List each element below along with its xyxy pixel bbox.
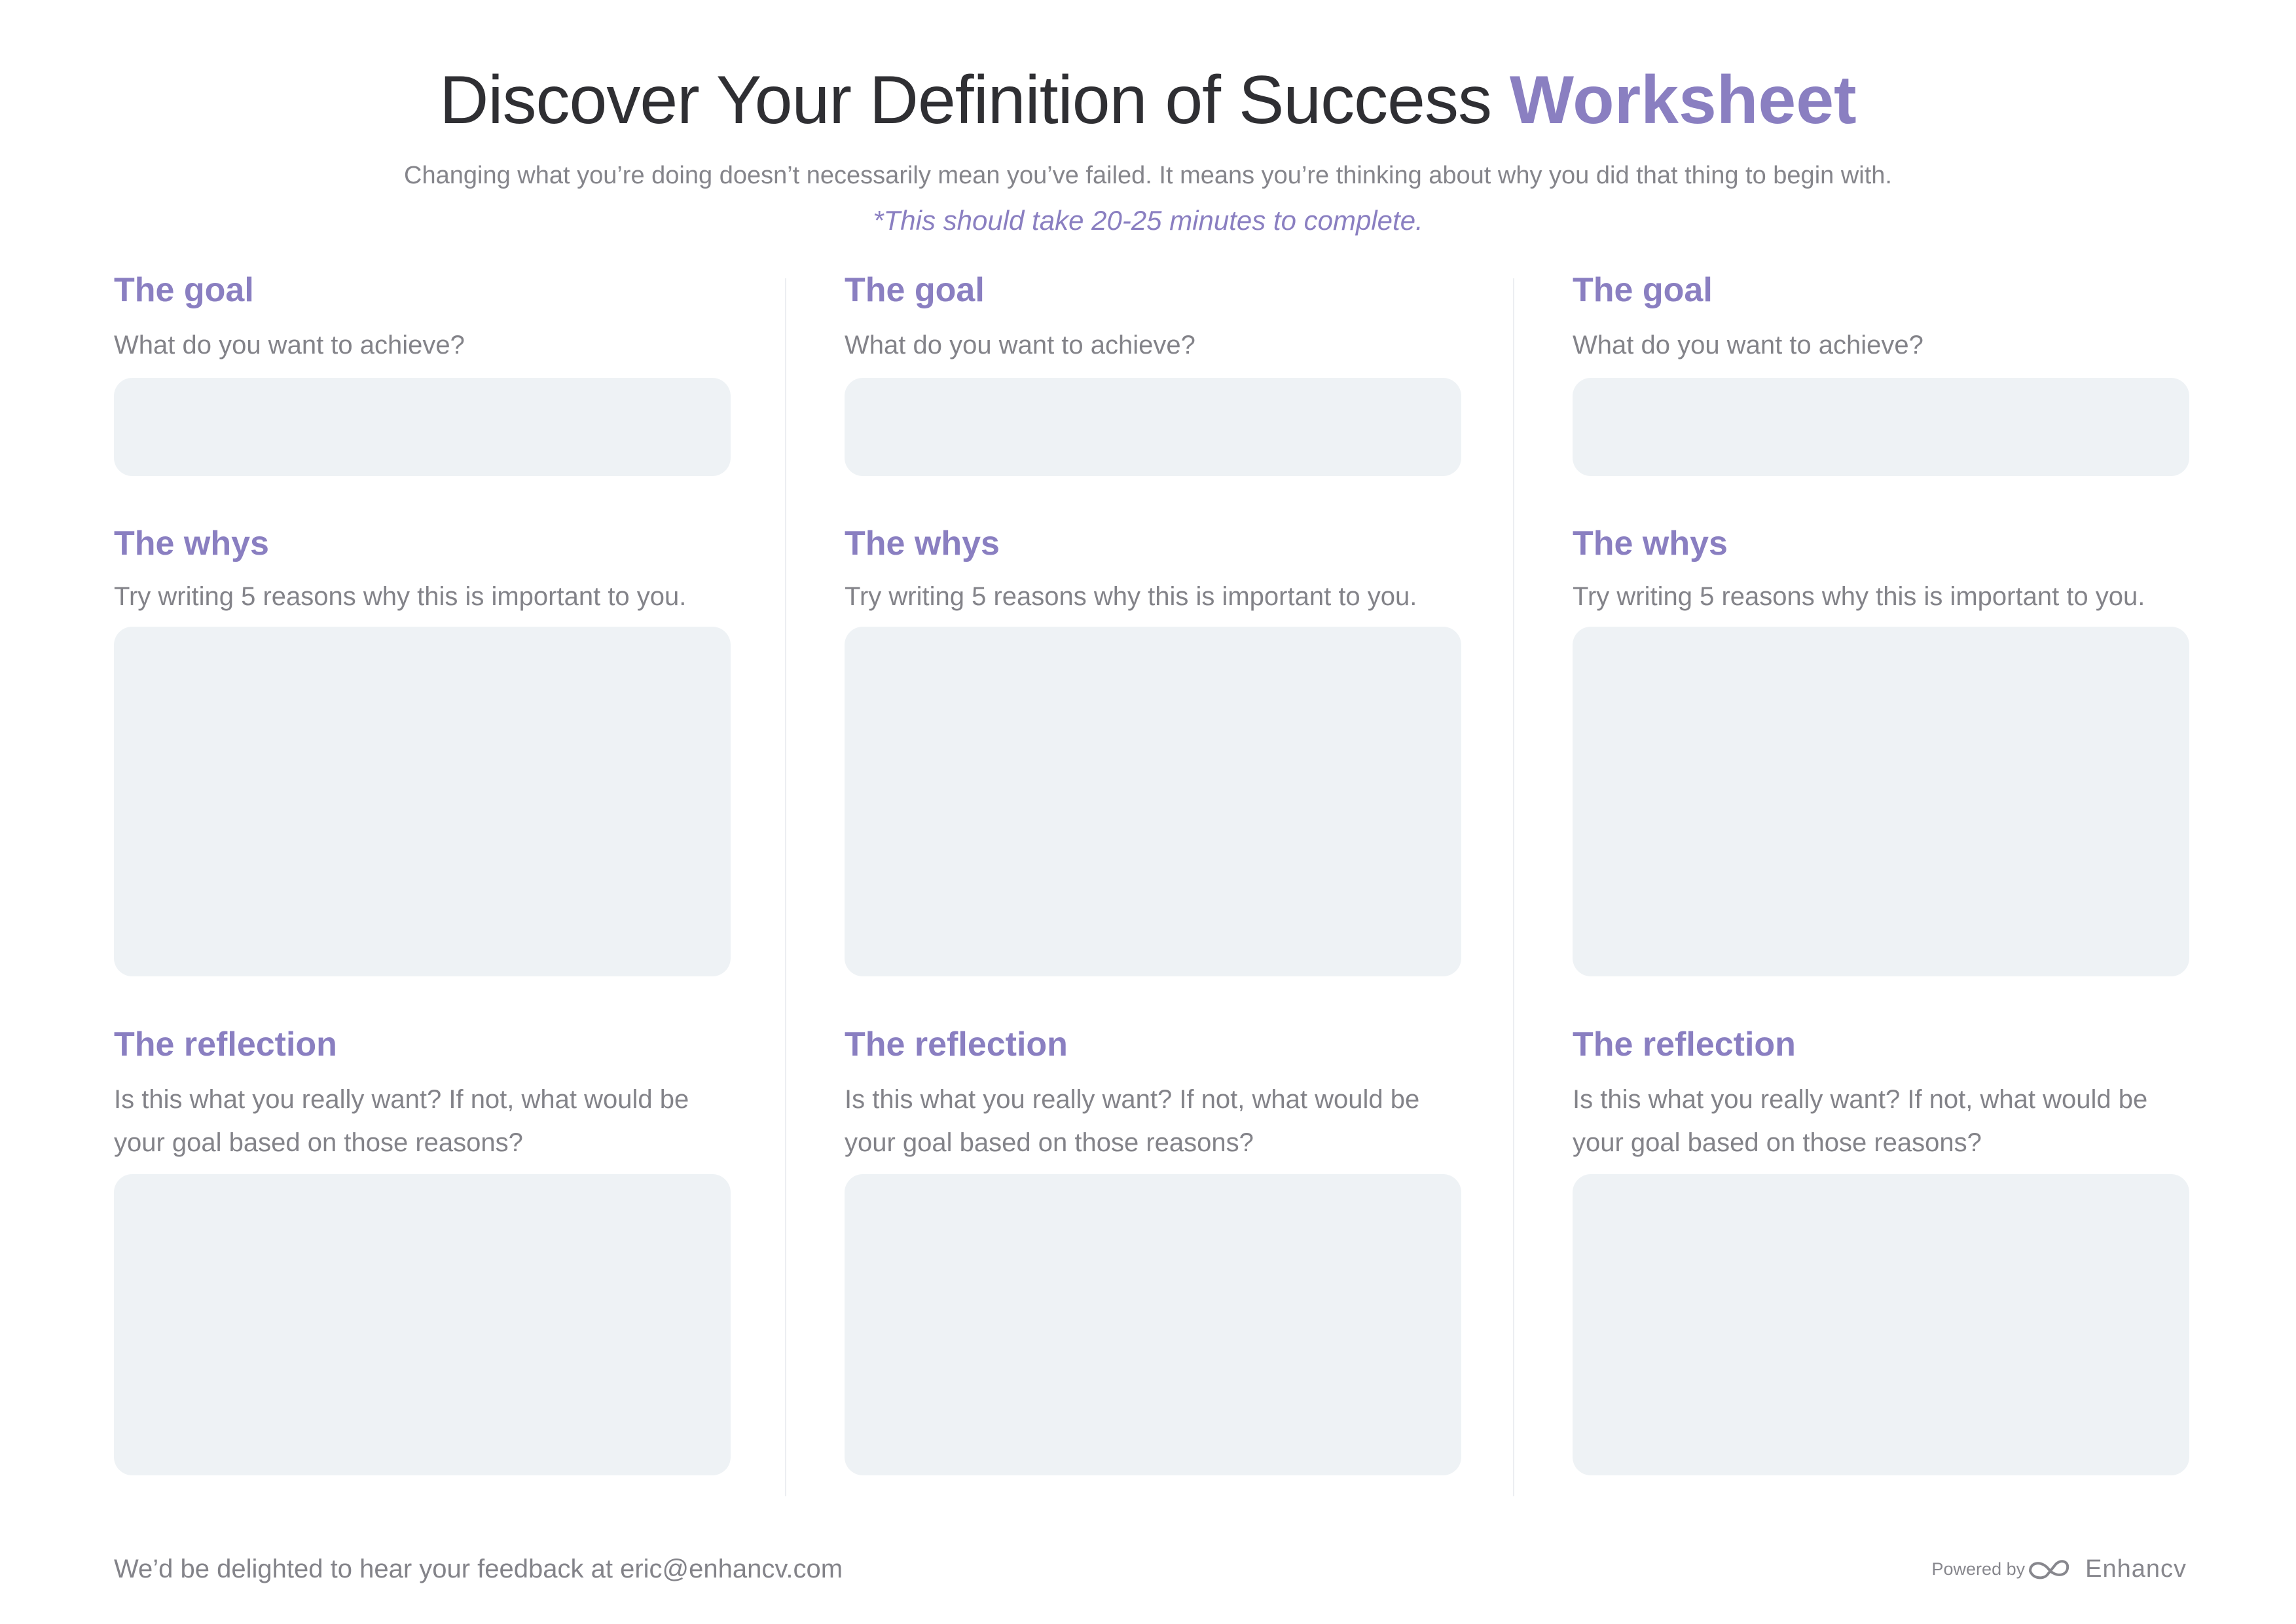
whys-answer-field[interactable]: [845, 627, 1461, 976]
worksheet-header: Discover Your Definition of Success Work…: [0, 58, 2296, 238]
title-main: Discover Your Definition of Success: [439, 62, 1510, 138]
worksheet-column-1: The goal What do you want to achieve? Th…: [114, 267, 731, 1475]
whys-heading: The whys: [845, 525, 1000, 563]
goal-prompt: What do you want to achieve?: [845, 331, 1195, 360]
reflection-prompt: Is this what you really want? If not, wh…: [1573, 1085, 2148, 1157]
column-divider: [785, 278, 786, 1496]
whys-prompt: Try writing 5 reasons why this is import…: [1573, 582, 2145, 611]
whys-answer-field[interactable]: [1573, 627, 2189, 976]
whys-prompt: Try writing 5 reasons why this is import…: [845, 582, 1417, 611]
feedback-text: We’d be delighted to hear your feedback …: [114, 1555, 843, 1583]
goal-prompt: What do you want to achieve?: [114, 331, 465, 360]
subtitle: Changing what you’re doing doesn’t neces…: [404, 162, 1892, 189]
reflection-heading: The reflection: [845, 1025, 1068, 1063]
worksheet-column-2: The goal What do you want to achieve? Th…: [845, 267, 1461, 1475]
reflection-answer-field[interactable]: [1573, 1174, 2189, 1475]
column-divider: [1513, 278, 1514, 1496]
reflection-answer-field[interactable]: [845, 1174, 1461, 1475]
time-note: *This should take 20-25 minutes to compl…: [873, 205, 1423, 236]
goal-answer-field[interactable]: [1573, 378, 2189, 476]
goal-heading: The goal: [1573, 271, 1713, 309]
goal-heading: The goal: [845, 271, 985, 309]
reflection-prompt: Is this what you really want? If not, wh…: [114, 1085, 689, 1157]
goal-answer-field[interactable]: [845, 378, 1461, 476]
goal-heading: The goal: [114, 271, 254, 309]
reflection-answer-field[interactable]: [114, 1174, 731, 1475]
infinity-logo-icon: [2029, 1560, 2069, 1579]
reflection-heading: The reflection: [114, 1025, 337, 1063]
reflection-heading: The reflection: [1573, 1025, 1796, 1063]
goal-answer-field[interactable]: [114, 378, 731, 476]
goal-prompt: What do you want to achieve?: [1573, 331, 1923, 360]
brand-name: Enhancv: [2085, 1555, 2187, 1583]
powered-by-label: Powered by: [1931, 1559, 2026, 1579]
whys-prompt: Try writing 5 reasons why this is import…: [114, 582, 687, 611]
reflection-prompt: Is this what you really want? If not, wh…: [845, 1085, 1420, 1157]
whys-heading: The whys: [1573, 525, 1728, 563]
worksheet-column-3: The goal What do you want to achieve? Th…: [1573, 267, 2189, 1475]
page-title: Discover Your Definition of Success Work…: [0, 58, 2296, 143]
powered-by-brand: Powered by Enhancv: [1932, 1552, 2187, 1586]
whys-answer-field[interactable]: [114, 627, 731, 976]
whys-heading: The whys: [114, 525, 269, 563]
title-accent: Worksheet: [1509, 62, 1857, 138]
